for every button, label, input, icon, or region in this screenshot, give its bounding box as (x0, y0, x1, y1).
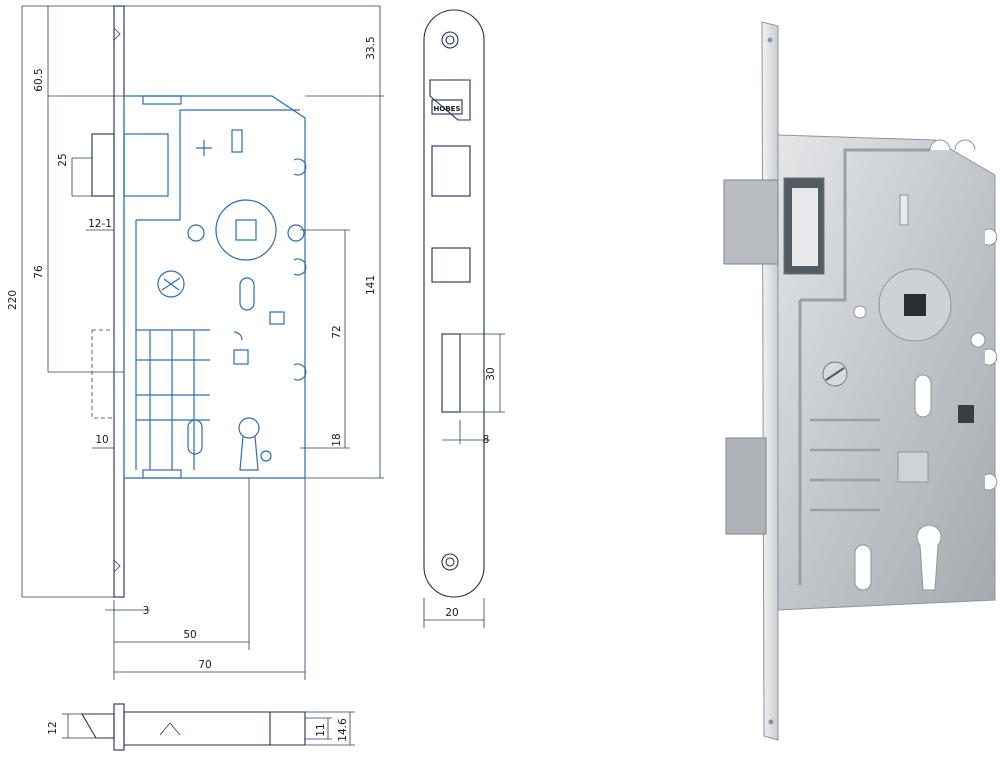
dim-70: 70 (198, 659, 211, 671)
dim-8: 8 (483, 434, 490, 446)
lock-case-bottom (123, 711, 306, 746)
dim-60-5: 60.5 (33, 68, 45, 91)
dim-220: 220 (7, 290, 19, 310)
faceplate-side (423, 9, 485, 598)
bottom-view (62, 703, 355, 751)
dim-50: 50 (183, 629, 196, 641)
dim-141: 141 (365, 275, 377, 295)
photo-lock-case (777, 134, 996, 611)
dim-20: 20 (445, 607, 458, 619)
deadbolt-side (441, 333, 461, 413)
deadbolt-outline (91, 329, 115, 419)
front-view (21, 5, 384, 680)
dim-12-1: 12-1 (88, 218, 112, 230)
latch-bolt (91, 133, 115, 197)
dim-33-5: 33.5 (365, 36, 377, 59)
screw-symbol (157, 270, 185, 298)
faceplate-screw-hole-top (441, 31, 459, 49)
faceplate-screw-hole-bottom (441, 553, 459, 571)
keyhole (238, 417, 260, 439)
lock-case-outline (123, 95, 306, 479)
photo-latch-bolt (723, 179, 779, 265)
dim-14-6: 14.6 (337, 718, 349, 742)
photo-faceplate (761, 21, 779, 741)
faceplate (113, 5, 125, 598)
dim-76: 76 (33, 265, 45, 279)
dim-30: 30 (485, 367, 497, 380)
brand-stamp-box (431, 99, 463, 115)
photo-follower-square (904, 294, 926, 316)
dim-18: 18 (331, 433, 343, 446)
dim-3: 3 (143, 605, 150, 617)
dim-12: 12 (47, 721, 59, 734)
dim-25: 25 (57, 153, 69, 166)
follower-hub (215, 199, 277, 261)
dim-72: 72 (331, 325, 343, 338)
dimension-labels: 60.5 220 25 76 12-1 10 3 50 70 33.5 141 … (7, 36, 497, 741)
lock-photo (723, 21, 998, 741)
photo-keyhole (916, 524, 942, 591)
photo-deadbolt (725, 437, 767, 535)
brand-stamp: HOBES (434, 105, 461, 113)
dim-11: 11 (315, 723, 327, 736)
side-view: HOBES (423, 9, 505, 628)
latch-bolt-bottom (81, 713, 115, 739)
dim-10: 10 (95, 434, 108, 446)
